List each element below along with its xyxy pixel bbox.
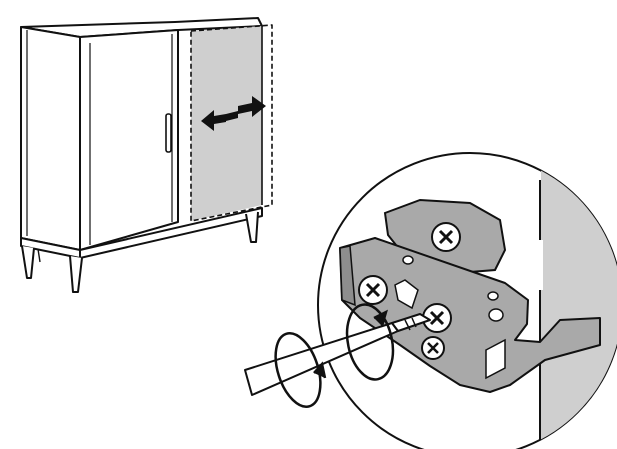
cabinet-front [79, 29, 179, 251]
hinge-screw-left [358, 275, 388, 305]
cabinet-leg-back [37, 248, 41, 263]
hinge-arm [339, 237, 601, 393]
cabinet-side-panel-detail [541, 153, 617, 449]
rotation-arrow-ring-icon-2 [345, 303, 395, 381]
rotation-arrow-ring-icon [274, 332, 327, 408]
cabinet-left-side [20, 26, 81, 251]
hinge-screw-lower [421, 336, 445, 360]
cabinet-leg-front-left [21, 245, 35, 279]
right-door [191, 26, 262, 221]
screwdriver-icon [244, 313, 431, 396]
double-arrow-left-right-icon [201, 96, 266, 131]
hinge-arm-side [339, 245, 356, 307]
cabinet [20, 17, 273, 293]
cabinet-leg-front-right [245, 211, 259, 243]
door-handle [165, 113, 172, 153]
cabinet-leg-front-center [69, 255, 83, 293]
hinge-hole [488, 308, 504, 322]
mounting-screw-top [431, 222, 461, 252]
